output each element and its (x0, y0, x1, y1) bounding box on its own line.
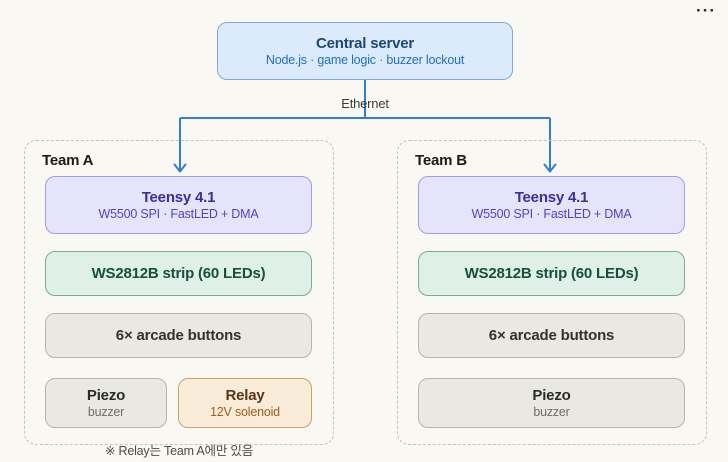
team-b-led-strip-node: WS2812B strip (60 LEDs) (418, 251, 685, 296)
team-a-piezo-subtitle: buzzer (87, 405, 125, 419)
team-b-arcade-buttons-label: 6× arcade buttons (488, 327, 615, 344)
central-server-subtitle: Node.js · game logic · buzzer lockout (265, 53, 465, 67)
team-a-led-strip-node: WS2812B strip (60 LEDs) (45, 251, 312, 296)
team-a-group: Team A Teensy 4.1 W5500 SPI · FastLED + … (24, 140, 334, 445)
team-b-piezo-subtitle: buzzer (533, 405, 570, 419)
team-b-led-strip-label: WS2812B strip (60 LEDs) (464, 265, 639, 282)
team-b-teensy-subtitle: W5500 SPI · FastLED + DMA (471, 207, 632, 221)
ethernet-label: Ethernet (341, 96, 389, 111)
overflow-menu-icon[interactable]: ··· (696, 1, 716, 20)
team-b-teensy-title: Teensy 4.1 (514, 189, 589, 206)
team-a-piezo-node: Piezo buzzer (45, 378, 167, 428)
team-b-label: Team B (415, 152, 467, 169)
team-a-piezo-title: Piezo (86, 387, 126, 404)
team-b-piezo-title: Piezo (532, 387, 571, 404)
team-a-arcade-buttons-label: 6× arcade buttons (115, 327, 242, 344)
team-b-group: Team B Teensy 4.1 W5500 SPI · FastLED + … (397, 140, 707, 445)
team-b-teensy-node: Teensy 4.1 W5500 SPI · FastLED + DMA (418, 176, 685, 234)
team-a-led-strip-label: WS2812B strip (60 LEDs) (91, 265, 266, 282)
relay-footnote: ※ Relay는 Team A에만 있음 (104, 444, 254, 458)
central-server-node: Central server Node.js · game logic · bu… (217, 22, 513, 80)
team-b-arcade-buttons-node: 6× arcade buttons (418, 313, 685, 358)
team-a-relay-title: Relay (225, 387, 265, 404)
team-a-teensy-title: Teensy 4.1 (141, 189, 216, 206)
team-b-piezo-node: Piezo buzzer (418, 378, 685, 428)
central-server-title: Central server (315, 35, 415, 52)
team-a-relay-node: Relay 12V solenoid (178, 378, 312, 428)
team-a-arcade-buttons-node: 6× arcade buttons (45, 313, 312, 358)
team-a-label: Team A (42, 152, 94, 169)
team-a-teensy-subtitle: W5500 SPI · FastLED + DMA (98, 207, 259, 221)
team-a-relay-subtitle: 12V solenoid (210, 405, 280, 419)
team-a-teensy-node: Teensy 4.1 W5500 SPI · FastLED + DMA (45, 176, 312, 234)
